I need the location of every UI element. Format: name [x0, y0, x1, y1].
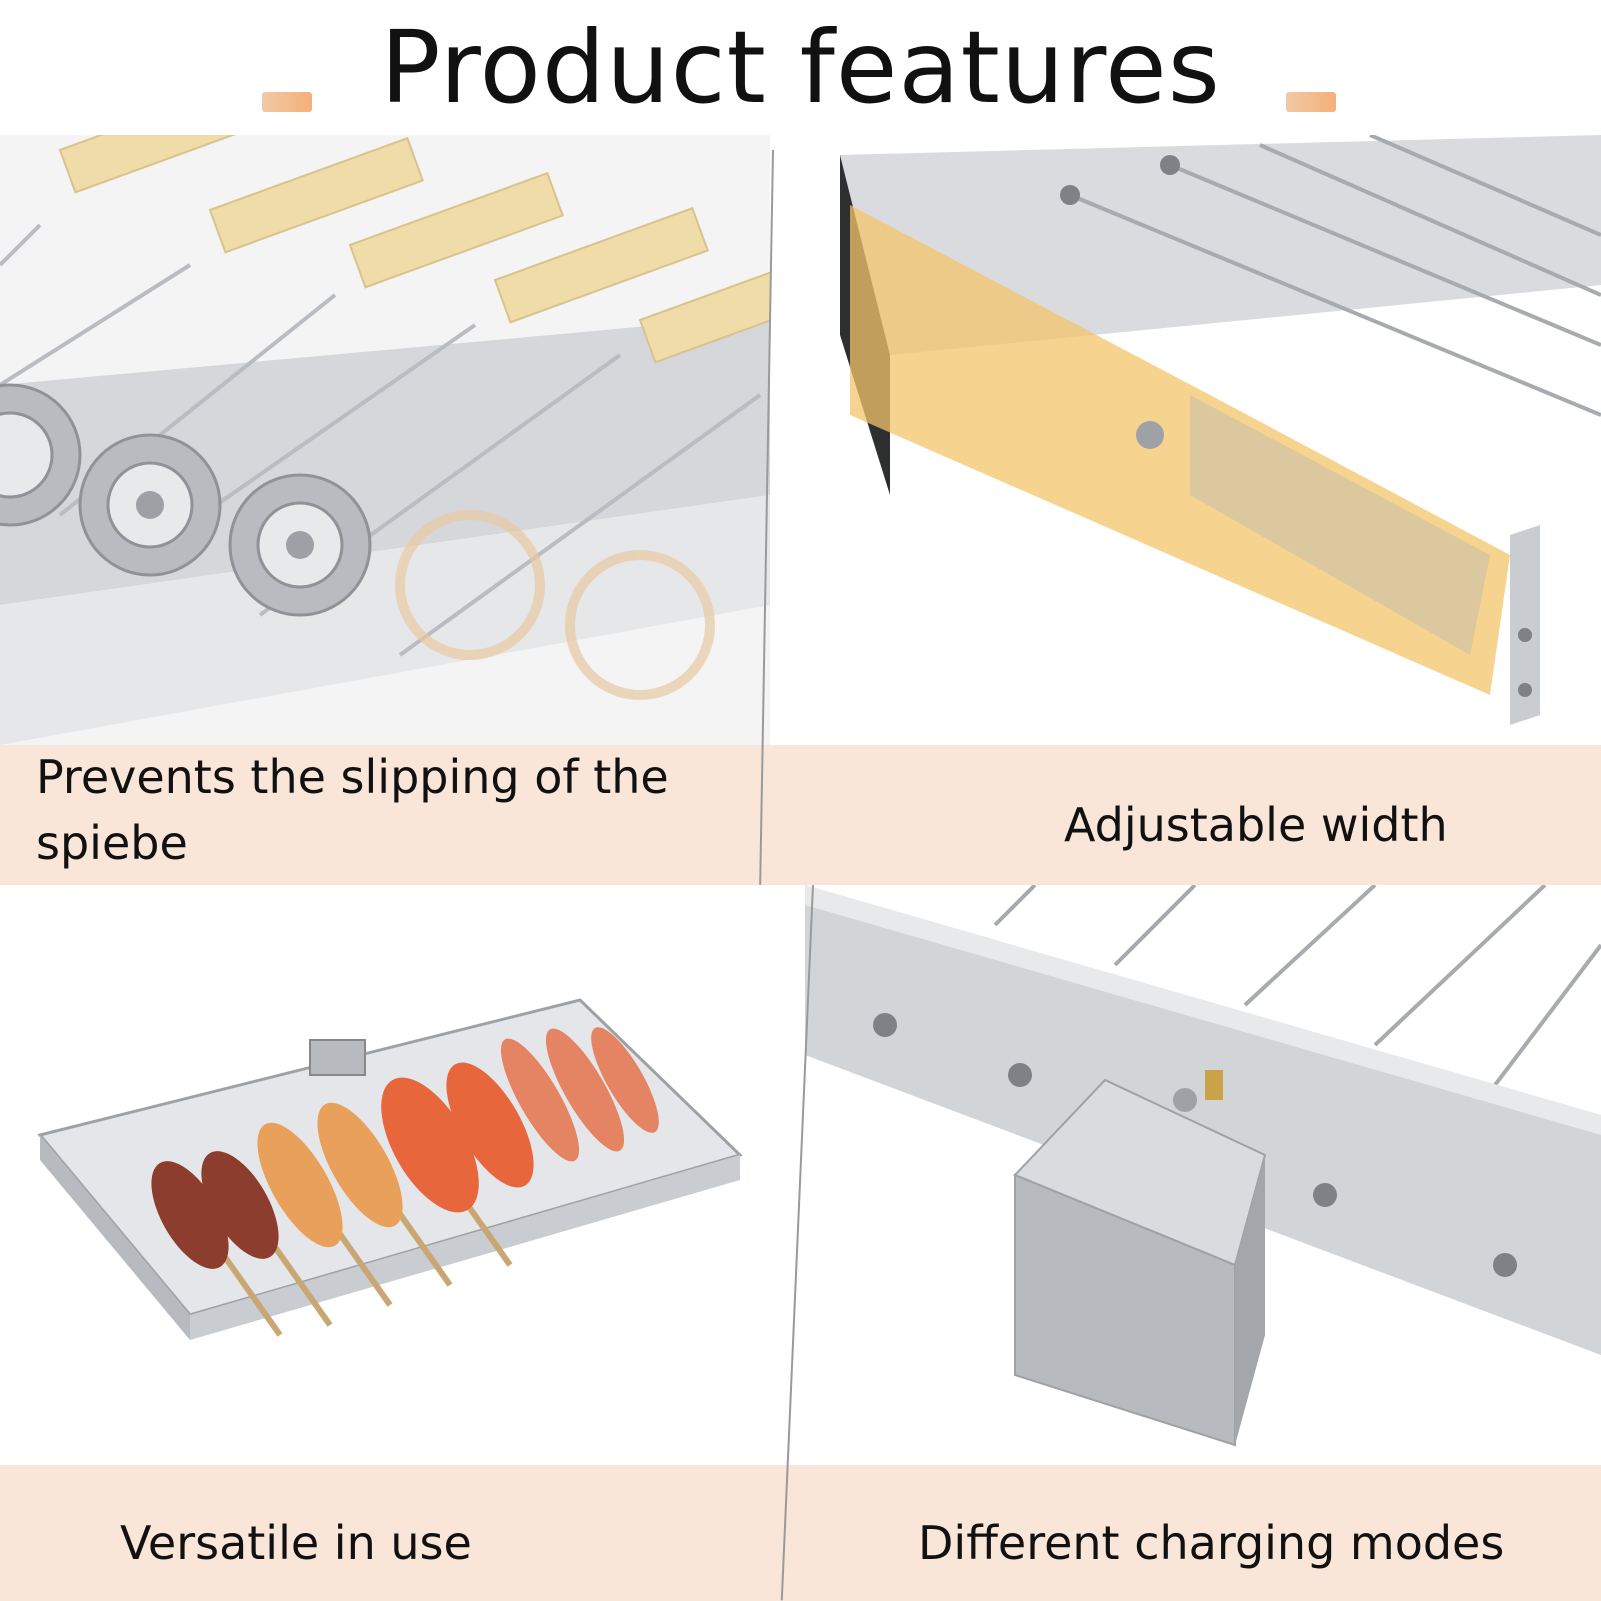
title-decoration-left — [262, 92, 312, 112]
caption-band-3 — [0, 1465, 760, 1601]
panel-adjustable-width-image — [810, 135, 1601, 745]
panel-charging-modes-image — [805, 885, 1601, 1465]
caption-prevents-slipping-line1: Prevents the slipping of the — [36, 750, 669, 804]
caption-band-2 — [752, 745, 1601, 885]
page-title: Product features — [380, 9, 1221, 126]
caption-band-4 — [760, 1465, 1601, 1601]
caption-versatile: Versatile in use — [120, 1516, 472, 1570]
panel-versatile-image — [0, 885, 750, 1465]
title-decoration-right — [1286, 92, 1336, 112]
caption-charging-modes: Different charging modes — [918, 1516, 1505, 1570]
caption-adjustable-width: Adjustable width — [1064, 798, 1448, 852]
caption-prevents-slipping-line2: spiebe — [36, 816, 188, 870]
panel-gears-image — [0, 135, 770, 745]
caption-band-1 — [0, 745, 755, 885]
